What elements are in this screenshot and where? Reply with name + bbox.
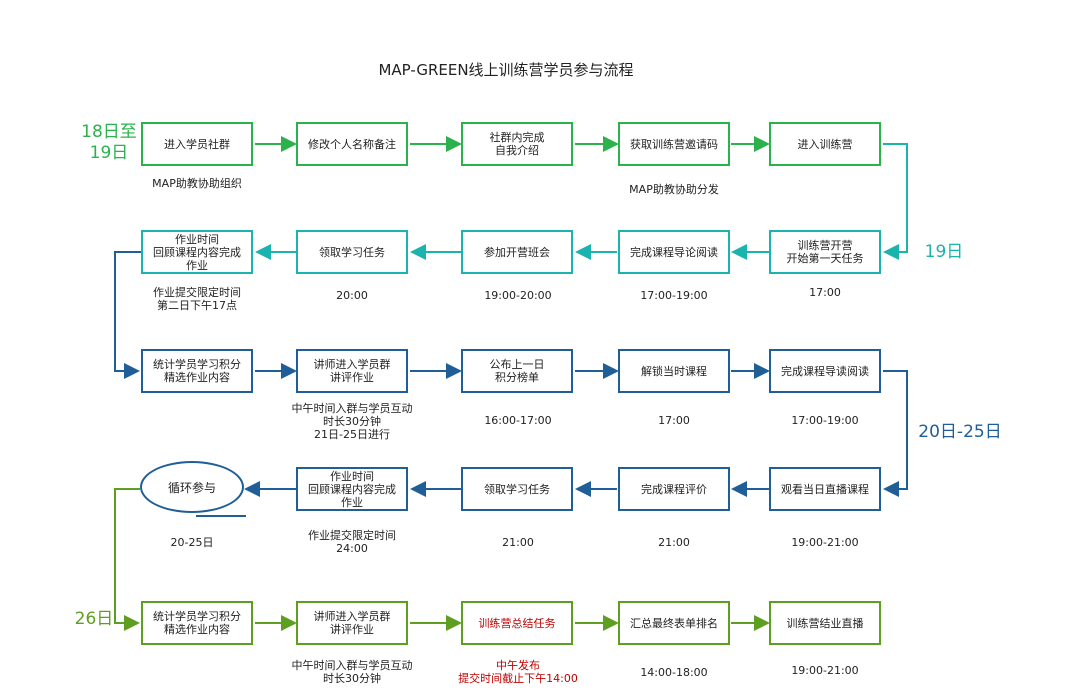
step-course-review: 完成课程评价 bbox=[618, 467, 730, 511]
step-final-ranking: 汇总最终表单排名 bbox=[618, 601, 730, 645]
caption-time: 19:00-21:00 bbox=[791, 536, 859, 549]
caption-assist-distribute: MAP助教协助分发 bbox=[629, 183, 719, 196]
caption-time: 20:00 bbox=[336, 289, 368, 302]
diagram-title: MAP-GREEN线上训练营学员参与流程 bbox=[378, 61, 634, 79]
step-lecturer-review: 讲师进入学员群 讲评作业 bbox=[296, 601, 408, 645]
step-get-invite-code: 获取训练营邀请码 bbox=[618, 122, 730, 166]
caption-time: 21:00 bbox=[502, 536, 534, 549]
caption-summary-deadline: 中午发布 提交时间截止下午14:00 bbox=[458, 659, 578, 685]
step-count-points: 统计学员学习积分 精选作业内容 bbox=[141, 349, 253, 393]
step-lecturer-review: 讲师进入学员群 讲评作业 bbox=[296, 349, 408, 393]
row2-arrows bbox=[255, 143, 908, 260]
caption-deadline: 作业提交限定时间 24:00 bbox=[308, 529, 396, 555]
step-graduation-live: 训练营结业直播 bbox=[769, 601, 881, 645]
caption-time: 14:00-18:00 bbox=[640, 666, 708, 679]
caption-time: 17:00 bbox=[658, 414, 690, 427]
step-unlock-course: 解锁当时课程 bbox=[618, 349, 730, 393]
step-receive-task: 领取学习任务 bbox=[461, 467, 573, 511]
day-label-26: 26日 bbox=[74, 609, 114, 629]
caption-interaction: 中午时间入群与学员互动 时长30分钟 21日-25日进行 bbox=[291, 402, 413, 441]
loop-participate-node: 循环参与 bbox=[140, 461, 244, 513]
day-label-18-19: 18日至 19日 bbox=[81, 122, 137, 163]
caption-time: 17:00-19:00 bbox=[640, 289, 708, 302]
step-watch-live: 观看当日直播课程 bbox=[769, 467, 881, 511]
step-self-intro: 社群内完成 自我介绍 bbox=[461, 122, 573, 166]
step-homework: 作业时间 回顾课程内容完成 作业 bbox=[141, 230, 253, 274]
day-label-20-25: 20日-25日 bbox=[918, 422, 1002, 442]
caption-time: 17:00-19:00 bbox=[791, 414, 859, 427]
caption-loop-days: 20-25日 bbox=[170, 536, 214, 549]
step-count-points: 统计学员学习积分 精选作业内容 bbox=[141, 601, 253, 645]
step-opening-meeting: 参加开营班会 bbox=[461, 230, 573, 274]
caption-deadline: 作业提交限定时间 第二日下午17点 bbox=[153, 286, 241, 312]
caption-time: 19:00-20:00 bbox=[484, 289, 552, 302]
step-guide-reading: 完成课程导读阅读 bbox=[769, 349, 881, 393]
row5-arrows bbox=[114, 488, 770, 631]
step-camp-opening: 训练营开营 开始第一天任务 bbox=[769, 230, 881, 274]
caption-time: 16:00-17:00 bbox=[484, 414, 552, 427]
caption-time: 21:00 bbox=[658, 536, 690, 549]
caption-time: 19:00-21:00 bbox=[791, 664, 859, 677]
row3-row4-arrows bbox=[114, 251, 908, 517]
day-label-19: 19日 bbox=[924, 242, 964, 262]
step-homework: 作业时间 回顾课程内容完成 作业 bbox=[296, 467, 408, 511]
step-summary-task: 训练营总结任务 bbox=[461, 601, 573, 645]
caption-assist-organize: MAP助教协助组织 bbox=[152, 177, 242, 190]
step-edit-name: 修改个人名称备注 bbox=[296, 122, 408, 166]
step-publish-ranking: 公布上一日 积分榜单 bbox=[461, 349, 573, 393]
caption-time: 17:00 bbox=[809, 286, 841, 299]
caption-interaction: 中午时间入群与学员互动 时长30分钟 bbox=[291, 659, 413, 685]
step-join-community: 进入学员社群 bbox=[141, 122, 253, 166]
step-receive-task: 领取学习任务 bbox=[296, 230, 408, 274]
step-enter-camp: 进入训练营 bbox=[769, 122, 881, 166]
step-intro-reading: 完成课程导论阅读 bbox=[618, 230, 730, 274]
